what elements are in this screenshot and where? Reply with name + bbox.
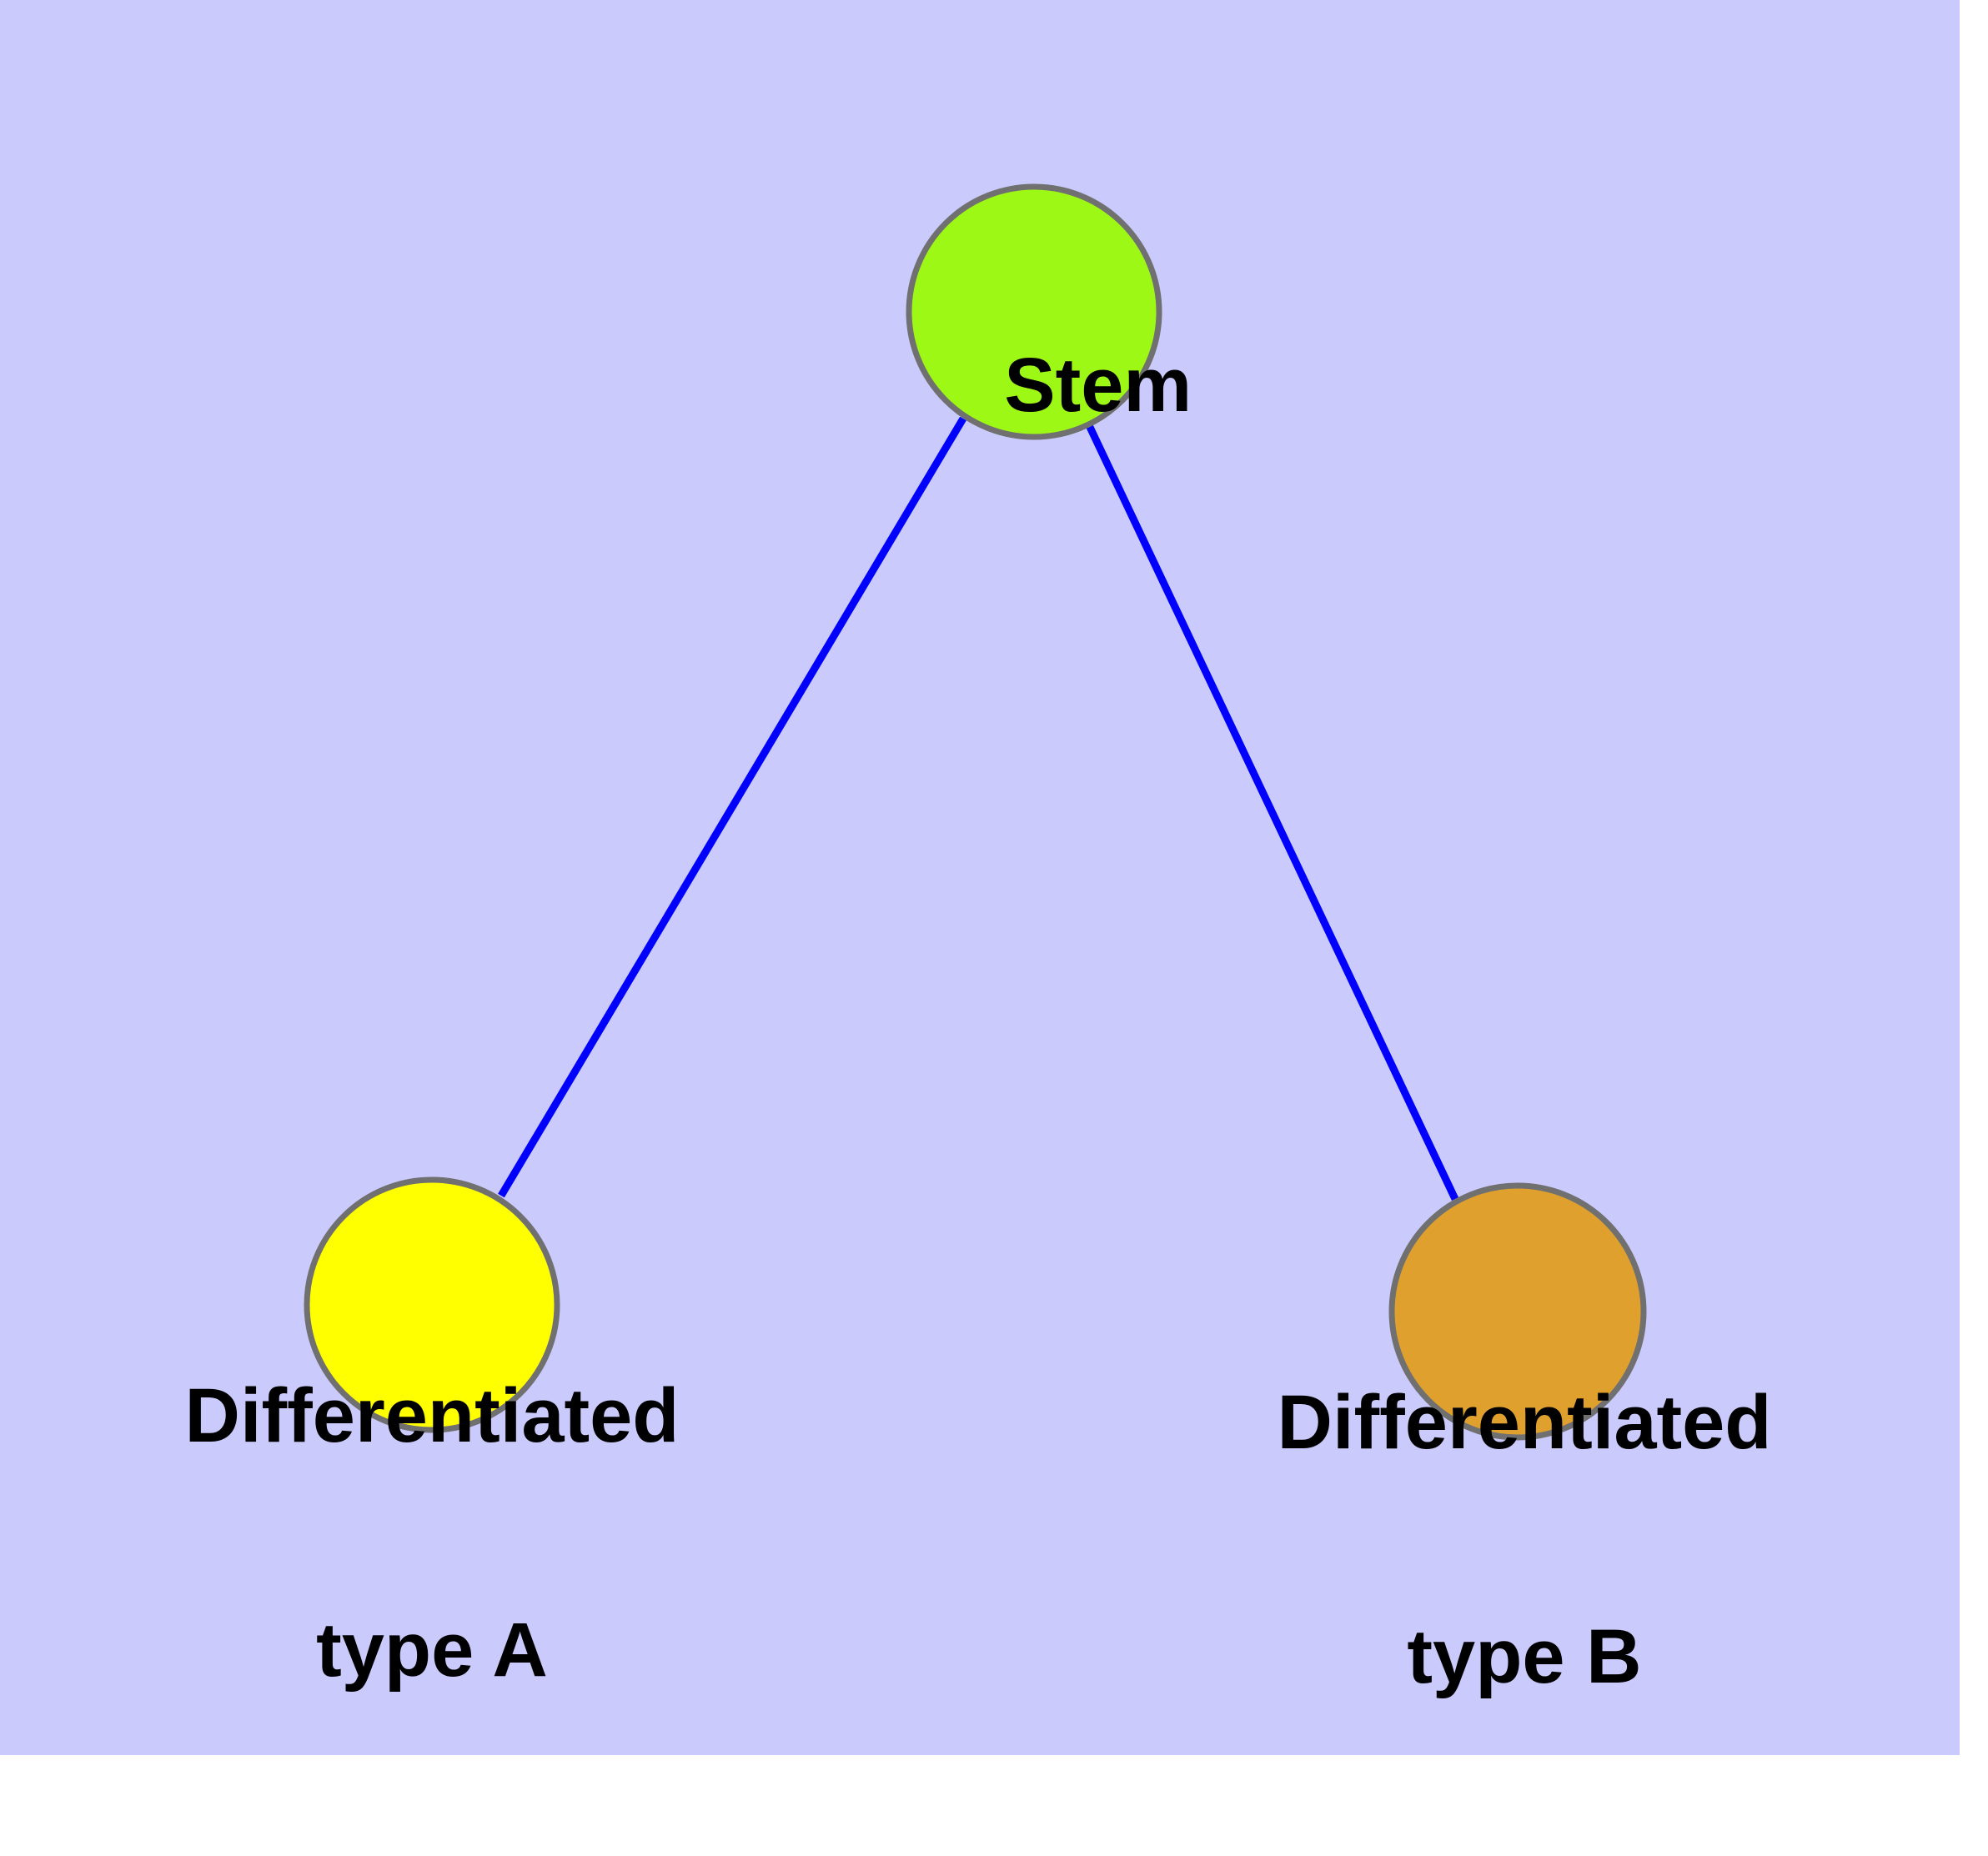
- node-stem[interactable]: [906, 183, 1162, 440]
- edge-stem-to-differentiated-type-b[interactable]: [1084, 422, 1459, 1201]
- node-differentiated-type-a[interactable]: [304, 1176, 560, 1433]
- edge-layer: [498, 416, 1459, 1201]
- graph-surface: [304, 183, 1647, 1441]
- screenshot-root: Stem Differentiated type A Differentiate…: [0, 0, 1960, 1755]
- diagram-canvas: Stem Differentiated type A Differentiate…: [0, 0, 1960, 1755]
- node-layer: [304, 183, 1647, 1441]
- edge-stem-to-differentiated-type-a[interactable]: [498, 416, 966, 1198]
- node-differentiated-type-b[interactable]: [1388, 1182, 1647, 1441]
